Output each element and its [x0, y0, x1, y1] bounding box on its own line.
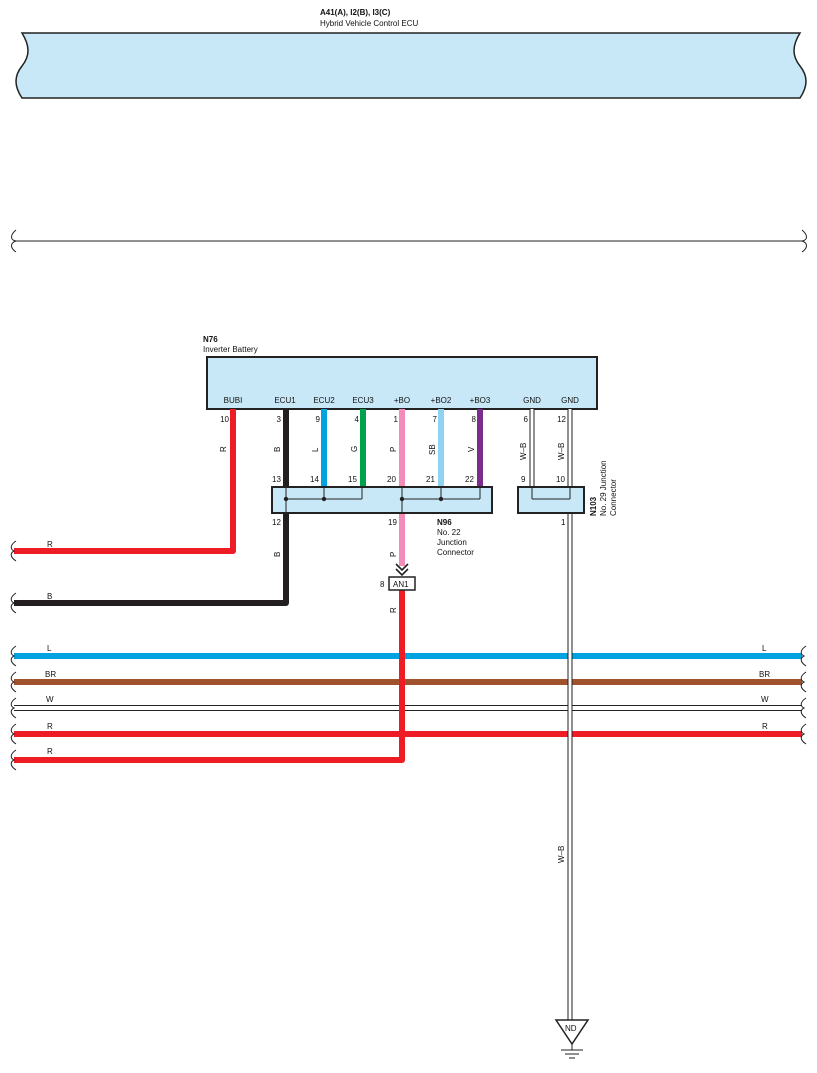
- bus-wire-5-label-right: W: [761, 695, 769, 704]
- bus-wire-br-break-right: [800, 671, 807, 693]
- battery-terminals: BUBI 10 ECU1 3 ECU2 9 ECU3 4 +BO 1 +BO2 7 +BO3 8 GND 6 G…: [220, 396, 579, 424]
- n103-pin-1: 1: [561, 518, 566, 527]
- n96-code: N96: [437, 518, 452, 527]
- wire-continuation-chevron-icon: [395, 563, 409, 577]
- bus-wire-w-break-left: [10, 697, 17, 719]
- bo3-wire-label: V: [467, 446, 476, 452]
- terminal-label-2: ECU1: [274, 396, 296, 405]
- n96-pin-12: 12: [272, 518, 281, 527]
- wire-bubi-r[interactable]: [14, 409, 236, 554]
- an1-pin: 8: [380, 580, 385, 589]
- terminal-pin-1: 10: [220, 415, 229, 424]
- terminal-pin-4: 4: [355, 415, 360, 424]
- ground-wire-label: W–B: [557, 846, 566, 863]
- an1-wire-label: R: [389, 607, 398, 613]
- ecu2-wire-label: L: [311, 447, 320, 452]
- bus-wire-w-break-right: [800, 697, 807, 719]
- terminal-label-8: GND: [523, 396, 541, 405]
- terminal-pin-5: 1: [394, 415, 399, 424]
- ecu3-wire-label: G: [350, 446, 359, 452]
- ecu-name: Hybrid Vehicle Control ECU: [320, 19, 418, 28]
- terminal-pin-6: 7: [433, 415, 438, 424]
- connector-an1[interactable]: [388, 576, 416, 591]
- ecu-code: A41(A), I2(B), I3(C): [320, 8, 391, 17]
- bus-wire-b-break-left: [10, 592, 17, 614]
- bus-wire-br-break-left: [10, 671, 17, 693]
- bus-wire-6-label-right: R: [762, 722, 768, 731]
- terminal-pin-9: 12: [557, 415, 566, 424]
- bus-wire-7-label: R: [47, 747, 53, 756]
- bus-wire-3-label-left: L: [47, 644, 52, 653]
- terminal-label-9: GND: [561, 396, 579, 405]
- n96-name-line2: Junction: [437, 538, 467, 547]
- bus-wire-3-label-right: L: [762, 644, 767, 653]
- n96-pin-13: 13: [272, 475, 281, 484]
- n103-name-line2: Connector: [609, 479, 618, 516]
- bubi-wire-label: R: [219, 446, 228, 452]
- harness-break-line: [11, 229, 807, 253]
- n103-code: N103: [589, 496, 598, 516]
- n103-name-line1: No. 29 Junction: [599, 460, 608, 516]
- ground-icon: [561, 1044, 583, 1059]
- bo-wire-label: P: [389, 447, 398, 452]
- battery-name: Inverter Battery: [203, 345, 258, 354]
- bus-wire-r6-break-right: [800, 723, 807, 745]
- ground-point-nd[interactable]: [554, 1019, 590, 1046]
- ecu-box[interactable]: [15, 32, 807, 99]
- bo2-wire-label: SB: [428, 444, 437, 455]
- n96-name-line1: No. 22: [437, 528, 461, 537]
- n96-pin-14: 14: [310, 475, 319, 484]
- n103-pin-9: 9: [521, 475, 526, 484]
- ground-label: ND: [565, 1024, 577, 1033]
- wires: [10, 409, 807, 1020]
- wire-ecu1-b-lower[interactable]: [14, 513, 289, 606]
- ecu1-wire-label: B: [273, 447, 282, 452]
- n103-pin-10: 10: [556, 475, 565, 484]
- terminal-pin-2: 3: [277, 415, 282, 424]
- bus-wire-4-label-right: BR: [759, 670, 770, 679]
- bus-wire-2-label: B: [47, 592, 52, 601]
- wire-an1-r[interactable]: [14, 590, 405, 763]
- terminal-label-5: +BO: [394, 396, 410, 405]
- ecu1-lower-wire-label: B: [273, 552, 282, 557]
- bus-wire-1-label: R: [47, 540, 53, 549]
- terminal-pin-3: 9: [316, 415, 321, 424]
- n96-pin-19: 19: [388, 518, 397, 527]
- bus-wire-r6-break-left: [10, 723, 17, 745]
- junction-n103-box[interactable]: [517, 486, 585, 514]
- n96-pin-22: 22: [465, 475, 474, 484]
- terminal-label-4: ECU3: [352, 396, 374, 405]
- gnd1-wire-label: W–B: [519, 443, 528, 460]
- terminal-label-6: +BO2: [431, 396, 452, 405]
- bus-wire-r1-break-left: [10, 540, 17, 562]
- n96-pin-21: 21: [426, 475, 435, 484]
- terminal-pin-7: 8: [472, 415, 477, 424]
- bus-wire-6-label-left: R: [47, 722, 53, 731]
- junction-n96-box[interactable]: [271, 486, 493, 514]
- bus-wire-4-label-left: BR: [45, 670, 56, 679]
- terminal-label-1: BUBI: [224, 396, 243, 405]
- bus-wire-l-break-left: [10, 645, 17, 667]
- terminal-pin-8: 6: [524, 415, 529, 424]
- n96-pin-15: 15: [348, 475, 357, 484]
- bus-wire-r7-break-left: [10, 749, 17, 771]
- n96-name-line3: Connector: [437, 548, 474, 557]
- n96-pin-20: 20: [387, 475, 396, 484]
- battery-code: N76: [203, 335, 218, 344]
- bus-wire-l-break-right: [800, 645, 807, 667]
- gnd2-wire-label: W–B: [557, 443, 566, 460]
- terminal-label-7: +BO3: [470, 396, 491, 405]
- bus-wire-5-label-left: W: [46, 695, 54, 704]
- junction-n103-internal: [531, 487, 571, 500]
- terminal-label-3: ECU2: [313, 396, 335, 405]
- junction-n96-dots: [283, 496, 444, 502]
- an1-label: AN1: [393, 580, 409, 589]
- bo-lower-wire-label: P: [389, 552, 398, 557]
